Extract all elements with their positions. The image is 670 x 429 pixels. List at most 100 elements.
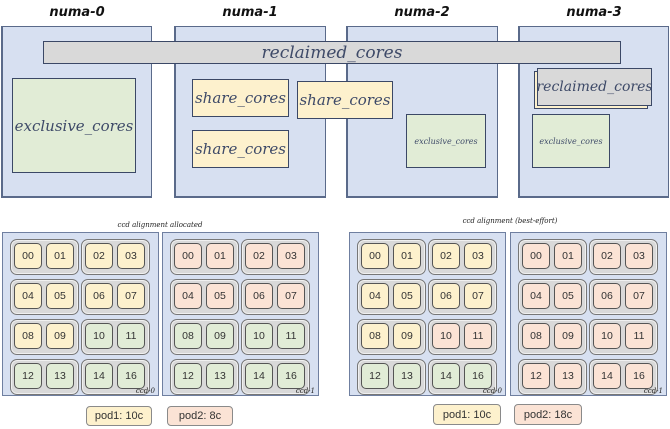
core-00: 00 [522, 243, 550, 269]
core-05: 05 [46, 283, 74, 309]
numa-0-title: numa-0 [49, 5, 105, 20]
ccd-label: ccd-0 [482, 387, 502, 395]
core-08: 08 [522, 323, 550, 349]
ccd-label: ccd-1 [643, 387, 663, 395]
numa-1-2-share-cores: share_cores [297, 81, 393, 119]
core-16: 16 [625, 363, 653, 389]
core-03: 03 [625, 243, 653, 269]
pod1-legend-best-effort: pod1: 10c [433, 404, 501, 425]
core-16: 16 [464, 363, 492, 389]
core-13: 13 [393, 363, 421, 389]
core-11: 11 [117, 323, 145, 349]
core-10: 10 [245, 323, 273, 349]
core-09: 09 [554, 323, 582, 349]
core-10: 10 [432, 323, 460, 349]
numa-0-exclusive-cores: exclusive_cores [12, 78, 136, 173]
core-09: 09 [393, 323, 421, 349]
core-01: 01 [206, 243, 234, 269]
core-14: 14 [245, 363, 273, 389]
core-16: 16 [117, 363, 145, 389]
core-11: 11 [277, 323, 305, 349]
core-09: 09 [206, 323, 234, 349]
core-00: 00 [14, 243, 42, 269]
core-06: 06 [432, 283, 460, 309]
core-05: 05 [554, 283, 582, 309]
core-02: 02 [432, 243, 460, 269]
core-11: 11 [464, 323, 492, 349]
core-04: 04 [14, 283, 42, 309]
core-13: 13 [206, 363, 234, 389]
core-04: 04 [522, 283, 550, 309]
numa-2-title: numa-2 [394, 5, 450, 20]
core-03: 03 [464, 243, 492, 269]
core-01: 01 [393, 243, 421, 269]
core-11: 11 [625, 323, 653, 349]
pod1-legend-allocated: pod1: 10c [86, 406, 152, 426]
core-07: 07 [117, 283, 145, 309]
core-05: 05 [393, 283, 421, 309]
core-16: 16 [277, 363, 305, 389]
core-12: 12 [14, 363, 42, 389]
core-01: 01 [554, 243, 582, 269]
core-02: 02 [85, 243, 113, 269]
core-13: 13 [46, 363, 74, 389]
core-12: 12 [174, 363, 202, 389]
core-09: 09 [46, 323, 74, 349]
core-04: 04 [174, 283, 202, 309]
ccd-label: ccd-0 [135, 387, 155, 395]
core-04: 04 [361, 283, 389, 309]
core-08: 08 [361, 323, 389, 349]
core-03: 03 [117, 243, 145, 269]
core-10: 10 [85, 323, 113, 349]
numa-2-exclusive-cores: exclusive_cores [406, 114, 486, 168]
numa-3-reclaimed-cores: reclaimed_cores [536, 68, 653, 106]
pod2-legend-allocated: pod2: 8c [167, 406, 233, 426]
core-00: 00 [361, 243, 389, 269]
core-12: 12 [522, 363, 550, 389]
numa-1-title: numa-1 [222, 5, 278, 20]
core-05: 05 [206, 283, 234, 309]
core-10: 10 [593, 323, 621, 349]
core-13: 13 [554, 363, 582, 389]
caption-best-effort: ccd alignment (best-effort) [462, 217, 558, 225]
core-06: 06 [245, 283, 273, 309]
core-14: 14 [432, 363, 460, 389]
caption-allocated: ccd alignment allocated [117, 221, 203, 229]
core-06: 06 [85, 283, 113, 309]
pod2-legend-best-effort: pod2: 18c [514, 404, 582, 425]
numa-3-title: numa-3 [566, 5, 622, 20]
core-07: 07 [625, 283, 653, 309]
core-07: 07 [277, 283, 305, 309]
reclaimed-cores-bar: reclaimed_cores [43, 41, 621, 64]
